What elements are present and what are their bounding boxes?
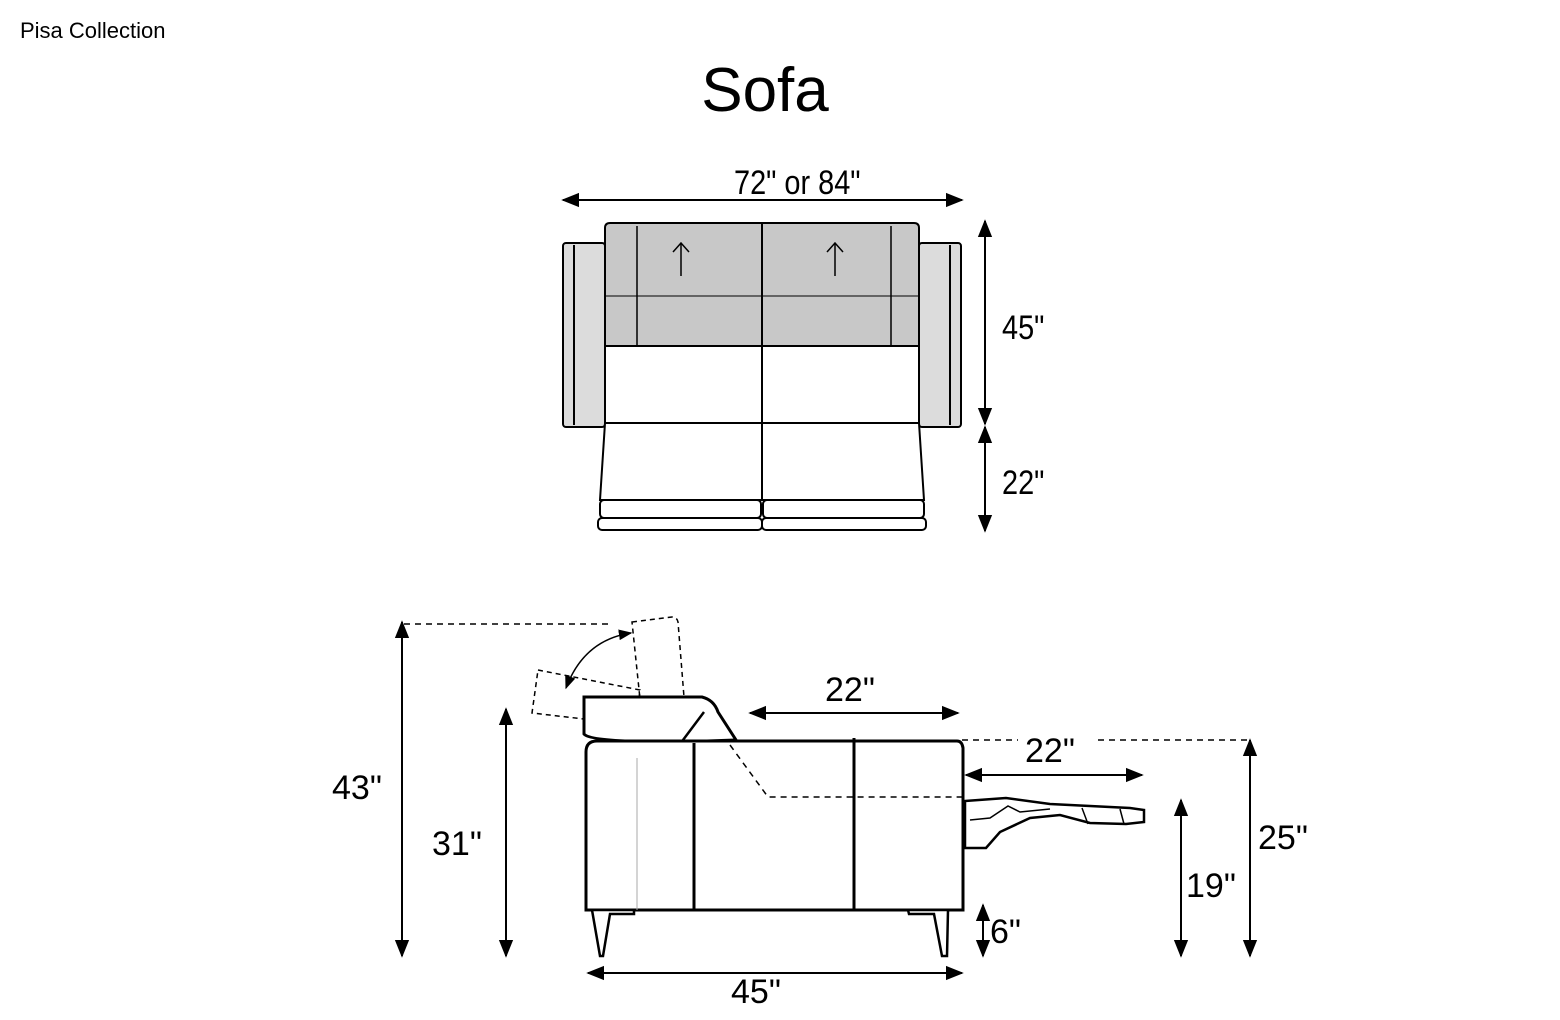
overall-depth-label: 45" [731,973,781,1011]
top-view [561,192,993,533]
right-seat-cushion [761,345,920,424]
headrest-adjust-arc [565,629,633,690]
page-title: Sofa [701,56,829,125]
headrest-up-arrow-icon [672,241,690,276]
extension-label: 22" [1002,463,1044,502]
width-label: 72" or 84" [734,163,861,202]
seat-depth-label: 22" [825,671,875,709]
right-back-cushion [761,222,920,347]
right-footrest [761,422,926,501]
depth-label: 45" [1002,308,1044,347]
leg-height-label: 6" [990,913,1021,951]
footrest-extension-label: 22" [1025,732,1075,770]
seat-height-label: 19" [1186,867,1236,905]
right-arm [918,242,962,428]
headrest-height-label: 43" [332,769,382,807]
left-seat-cushion [604,345,763,424]
extended-footrest [963,796,1146,850]
headrest [582,695,739,744]
headrest-up-arrow-icon [826,241,844,276]
rear-leg [906,908,950,958]
raised-headrest-outline [631,616,685,700]
left-arm [562,242,606,428]
footrest-height-label: 25" [1258,819,1308,857]
sofa-body [584,739,965,912]
front-leg [590,908,636,958]
side-view [394,616,1258,981]
back-height-label: 31" [432,825,482,863]
left-footrest [598,422,763,501]
collection-label: Pisa Collection [20,18,166,43]
left-back-cushion [604,222,763,347]
